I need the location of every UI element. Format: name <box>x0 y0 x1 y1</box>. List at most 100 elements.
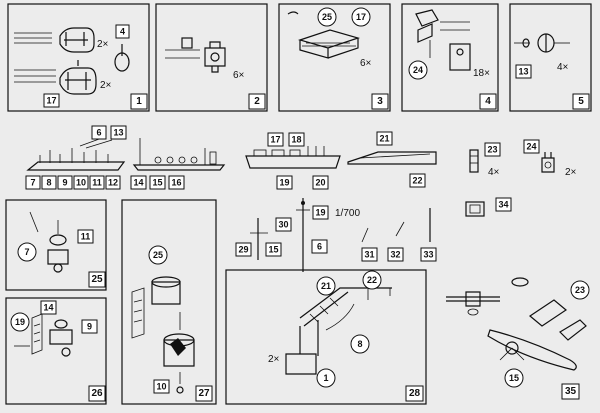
part-tag-22-box-deck <box>409 173 426 188</box>
step-2-box <box>248 93 266 110</box>
panel-step-5-drawing <box>514 33 570 53</box>
panel-step-27-drawing <box>131 276 195 394</box>
panel-step-26-frame <box>5 297 107 405</box>
qty-step-1-a: 2× <box>97 39 109 50</box>
mast-group <box>250 198 431 272</box>
step-28-number: 28 <box>409 388 421 399</box>
part-circle-24-step4 <box>408 60 428 80</box>
part-tag-8-step28: 8 <box>357 339 362 349</box>
part-tag-22-deck: 22 <box>412 176 422 186</box>
panel-step-25-drawing <box>29 211 69 273</box>
part-tag-21-box-deck <box>376 131 393 146</box>
part-tag-9-box-step26 <box>81 319 98 334</box>
step-1-box <box>130 93 148 110</box>
part-circle-23-step35 <box>570 280 590 300</box>
deck-group-14-16 <box>132 138 226 171</box>
part-tag-18-box <box>288 132 305 147</box>
part-circle-19-step26 <box>10 312 30 332</box>
part-tag-29-box <box>235 242 252 257</box>
deck-group-6-13 <box>26 137 126 171</box>
part-tag-11-box <box>89 175 105 190</box>
part-tag-33-box <box>420 247 437 262</box>
part-tag-25-step3: 25 <box>322 12 332 22</box>
part-tag-8-box <box>41 175 57 190</box>
step-35-box <box>561 383 580 400</box>
part-tag-9-step26: 9 <box>87 322 92 332</box>
part-tag-18: 18 <box>291 135 301 145</box>
part-tag-33: 33 <box>423 250 433 260</box>
part-tag-1-step28: 1 <box>323 373 328 383</box>
part-tag-34-box <box>495 197 512 212</box>
part-tag-30: 30 <box>278 220 288 230</box>
part-tag-10-box <box>73 175 89 190</box>
part-circle-1-step28 <box>316 368 336 388</box>
part-tag-16-box <box>168 175 185 190</box>
part-tag-17-box <box>43 93 60 108</box>
part-tag-16: 16 <box>171 178 181 188</box>
qty-step-4: 18× <box>473 68 490 79</box>
part-tag-12: 12 <box>108 178 118 188</box>
panel-step-2-drawing <box>165 37 226 73</box>
part-tag-14: 14 <box>133 178 143 188</box>
part-tag-30-box <box>275 217 292 232</box>
part-tag-6-deck: 6 <box>96 128 101 138</box>
part-circle-15-step35 <box>504 368 524 388</box>
qty-step-1-b: 2× <box>100 80 112 91</box>
part-tag-22-step28: 22 <box>367 275 377 285</box>
part-tag-17-step1: 17 <box>46 96 56 106</box>
scale-label: 1/700 <box>335 208 360 219</box>
qty-step-3: 6× <box>360 58 372 69</box>
part-tag-14-step26: 14 <box>43 303 53 313</box>
part-tag-19-box-mast <box>312 205 329 220</box>
part-tag-32-box <box>387 247 404 262</box>
part-tag-8: 8 <box>46 178 51 188</box>
part-tag-21-step28: 21 <box>321 281 331 291</box>
part-tag-32: 32 <box>390 250 400 260</box>
part-tag-13-deck: 13 <box>113 128 123 138</box>
part-tag-11-box-step25 <box>77 229 94 244</box>
part-tag-23-box-small <box>484 142 501 157</box>
step-2-number: 2 <box>254 96 260 107</box>
panel-step-3-drawing <box>287 11 361 59</box>
panel-step-4-frame <box>401 3 499 112</box>
part-tag-15: 15 <box>152 178 162 188</box>
step-26-number: 26 <box>91 388 103 399</box>
panel-step-3-frame <box>278 3 391 112</box>
part-tag-19-box-deck <box>276 175 293 190</box>
panel-step-28-frame <box>225 269 427 405</box>
panel-step-1-drawing <box>14 27 130 95</box>
step-35-number: 35 <box>565 386 577 397</box>
part-tag-10: 10 <box>76 178 86 188</box>
panel-step-27-frame <box>121 199 217 405</box>
step-26-box <box>88 385 106 402</box>
part-tag-10-box-step27 <box>153 379 170 394</box>
part-tag-31: 31 <box>364 250 374 260</box>
part-tag-13-box-deck <box>110 125 127 140</box>
part-circle-25-step3 <box>317 7 337 27</box>
part-tag-25-step27: 25 <box>153 250 163 260</box>
step-27-number: 27 <box>198 388 210 399</box>
part-circle-21-step28 <box>316 276 336 296</box>
part-tag-11-step25: 11 <box>81 232 91 242</box>
panel-step-25-frame <box>5 199 107 291</box>
step-5-number: 5 <box>578 96 584 107</box>
part-tag-24-small: 24 <box>526 142 536 152</box>
deck-group-21-22 <box>347 151 437 165</box>
step-28-box <box>405 385 424 402</box>
part-tag-29: 29 <box>238 245 248 255</box>
part-tag-15-box <box>149 175 166 190</box>
part-tag-6-mast: 6 <box>317 242 322 252</box>
part-circle-8-step28 <box>350 334 370 354</box>
deck-group-17-20 <box>245 146 341 169</box>
qty-step-2: 6× <box>233 70 245 81</box>
part-tag-31-box <box>361 247 378 262</box>
part-tag-4: 4 <box>120 27 125 37</box>
qty-step-5: 4× <box>557 62 569 73</box>
part-tag-23-small: 23 <box>487 145 497 155</box>
part-tag-21-deck: 21 <box>379 134 389 144</box>
part-tag-17-box-deck <box>267 132 284 147</box>
part-tag-6-box-mast <box>311 239 328 254</box>
part-tag-11: 11 <box>92 178 102 188</box>
part-tag-9: 9 <box>62 178 67 188</box>
part-tag-15-mast: 15 <box>268 245 278 255</box>
